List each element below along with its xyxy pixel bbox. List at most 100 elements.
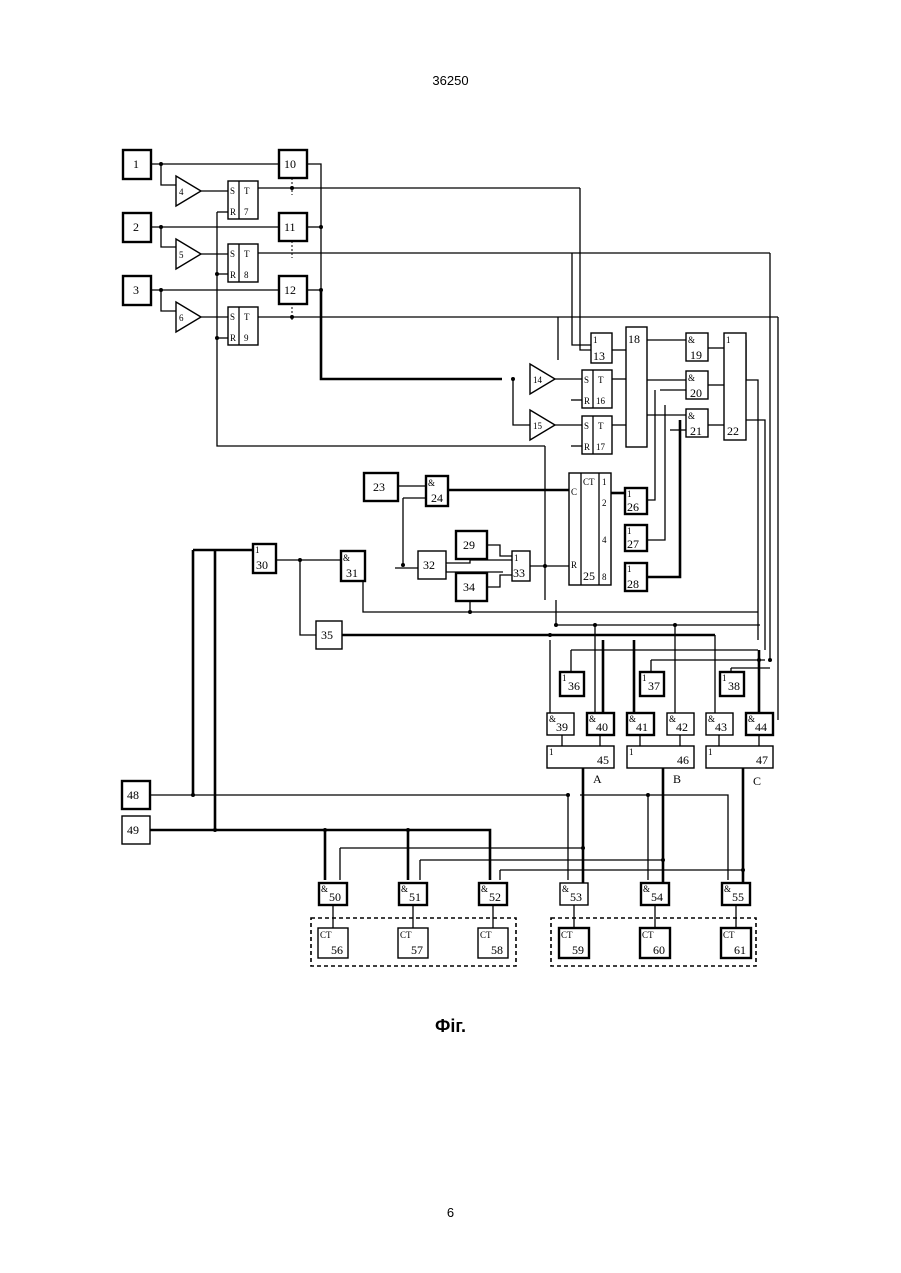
trigger-16: SR T16 — [582, 370, 612, 408]
svg-text:1: 1 — [602, 477, 607, 487]
trigger-17: SR T17 — [582, 416, 612, 454]
or-gate-37: 137 — [640, 672, 664, 696]
and-gate-21: &21 — [686, 409, 708, 438]
svg-text:8: 8 — [244, 270, 249, 280]
svg-text:41: 41 — [636, 720, 648, 734]
block-34: 34 — [456, 573, 487, 601]
svg-text:3: 3 — [133, 283, 139, 297]
svg-text:10: 10 — [284, 157, 296, 171]
svg-text:1: 1 — [627, 564, 632, 574]
svg-text:T: T — [244, 186, 250, 196]
bus-label-a: A — [593, 772, 602, 786]
svg-text:S: S — [230, 249, 235, 259]
svg-text:T: T — [244, 249, 250, 259]
or-gate-22: 1 22 — [724, 333, 746, 440]
svg-text:58: 58 — [491, 943, 503, 957]
trigger-9: SR T9 — [228, 307, 258, 345]
and-gate-20: & 20 — [686, 371, 708, 400]
svg-text:R: R — [230, 207, 236, 217]
and-gate-53: &53 — [560, 883, 588, 905]
svg-text:R: R — [230, 270, 236, 280]
svg-text:S: S — [230, 186, 235, 196]
svg-text:S: S — [584, 375, 589, 385]
svg-text:T: T — [598, 421, 604, 431]
and-gate-39: &39 — [547, 713, 574, 735]
svg-text:CT: CT — [320, 930, 332, 940]
svg-text:1: 1 — [629, 747, 634, 757]
svg-text:&: & — [643, 884, 650, 894]
counter-58: CT58 — [478, 928, 508, 958]
or-gate-36: 136 — [560, 672, 584, 696]
svg-text:39: 39 — [556, 720, 568, 734]
block-32: 32 — [418, 551, 446, 579]
svg-text:&: & — [688, 335, 695, 345]
svg-text:&: & — [724, 884, 731, 894]
svg-text:24: 24 — [431, 491, 443, 505]
svg-text:32: 32 — [423, 558, 435, 572]
svg-text:48: 48 — [127, 788, 139, 802]
block-2: 2 — [123, 213, 151, 242]
and-gate-31: &31 — [341, 551, 365, 581]
svg-text:50: 50 — [329, 890, 341, 904]
svg-text:13: 13 — [593, 349, 605, 363]
svg-text:1: 1 — [627, 489, 632, 499]
svg-text:1: 1 — [514, 553, 519, 563]
or-gate-27: 127 — [625, 525, 647, 551]
and-gate-44: &44 — [746, 713, 773, 735]
svg-text:T: T — [598, 375, 604, 385]
svg-text:26: 26 — [627, 500, 639, 514]
svg-text:CT: CT — [400, 930, 412, 940]
svg-text:22: 22 — [727, 424, 739, 438]
svg-text:&: & — [748, 714, 755, 724]
svg-text:4: 4 — [602, 535, 607, 545]
svg-text:51: 51 — [409, 890, 421, 904]
and-gate-52: &52 — [479, 883, 507, 905]
svg-text:&: & — [688, 411, 695, 421]
svg-text:2: 2 — [602, 498, 607, 508]
svg-text:8: 8 — [602, 572, 607, 582]
and-gate-24: &24 — [426, 476, 448, 506]
svg-text:40: 40 — [596, 720, 608, 734]
and-gate-51: &51 — [399, 883, 427, 905]
svg-text:11: 11 — [284, 220, 296, 234]
svg-text:28: 28 — [627, 577, 639, 591]
svg-text:34: 34 — [463, 580, 475, 594]
svg-text:1: 1 — [255, 545, 260, 555]
svg-text:7: 7 — [244, 207, 249, 217]
comparator-5: 5 — [176, 239, 201, 269]
svg-text:R: R — [584, 442, 590, 452]
comparator-4: 4 — [176, 176, 201, 206]
svg-text:1: 1 — [708, 747, 713, 757]
svg-text:60: 60 — [653, 943, 665, 957]
and-gate-50: &50 — [319, 883, 347, 905]
svg-text:&: & — [688, 373, 695, 383]
block-10: 10 — [279, 150, 307, 178]
svg-text:1: 1 — [562, 673, 567, 683]
svg-text:29: 29 — [463, 538, 475, 552]
counter-56: CT56 — [318, 928, 348, 958]
svg-text:&: & — [321, 884, 328, 894]
svg-text:27: 27 — [627, 537, 639, 551]
svg-text:44: 44 — [755, 720, 767, 734]
svg-text:1: 1 — [593, 335, 598, 345]
svg-text:18: 18 — [628, 332, 640, 346]
block-3: 3 — [123, 276, 151, 305]
svg-text:36: 36 — [568, 679, 580, 693]
and-gate-41: &41 — [627, 713, 654, 735]
svg-text:42: 42 — [676, 720, 688, 734]
comparator-6: 6 — [176, 302, 201, 332]
svg-text:46: 46 — [677, 753, 689, 767]
svg-text:20: 20 — [690, 386, 702, 400]
svg-text:5: 5 — [179, 250, 184, 260]
svg-text:1: 1 — [722, 673, 727, 683]
or-gate-26: 126 — [625, 488, 647, 514]
svg-text:15: 15 — [533, 421, 543, 431]
svg-text:16: 16 — [596, 396, 606, 406]
svg-text:54: 54 — [651, 890, 663, 904]
svg-text:1: 1 — [726, 335, 731, 345]
svg-text:38: 38 — [728, 679, 740, 693]
svg-text:43: 43 — [715, 720, 727, 734]
svg-text:&: & — [708, 714, 715, 724]
block-1: 1 — [123, 150, 151, 179]
